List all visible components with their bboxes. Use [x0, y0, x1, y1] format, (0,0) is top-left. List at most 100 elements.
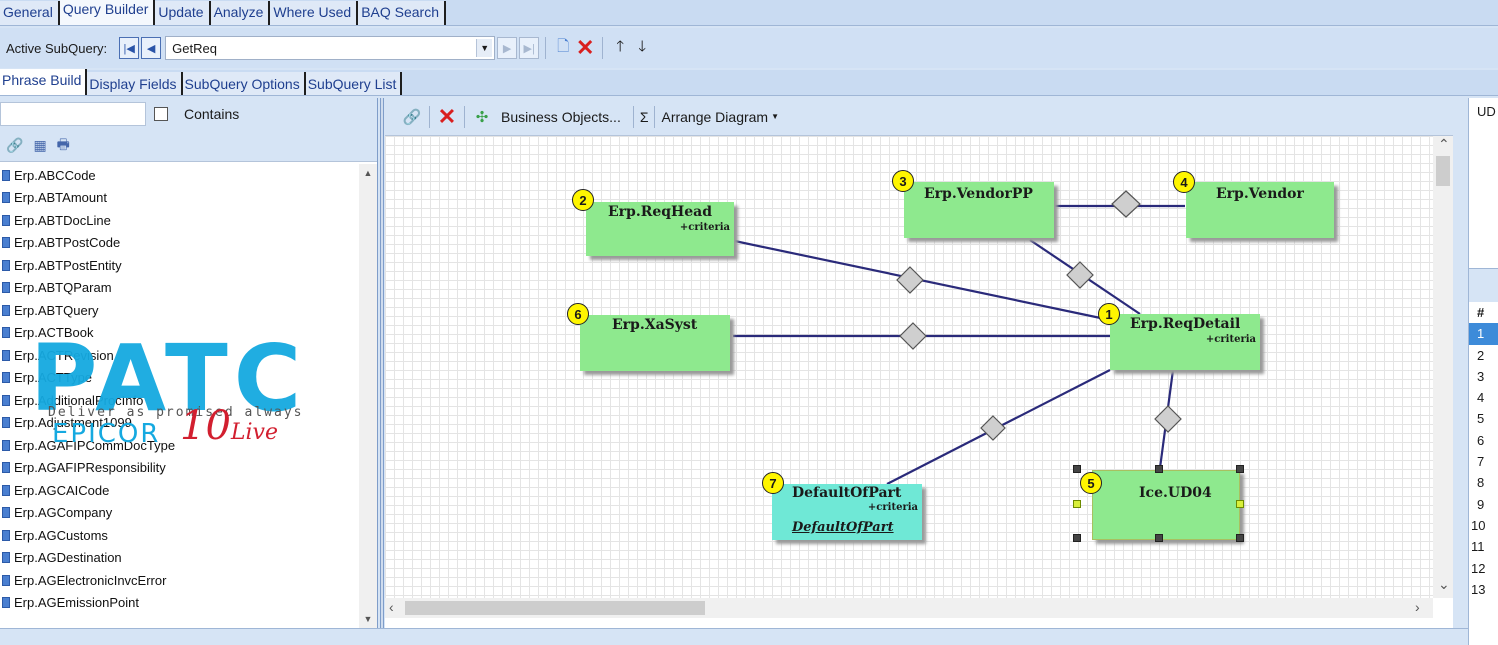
tab-phrase-build[interactable]: Phrase Build	[0, 69, 88, 95]
scroll-up-icon[interactable]: ⌃	[1438, 136, 1450, 152]
list-item[interactable]: Erp.AGAFIPCommDocType	[0, 434, 358, 457]
table-node-defaultofpart[interactable]: DefaultOfPart +criteria DefaultOfPart	[772, 484, 922, 540]
contains-label: Contains	[184, 106, 240, 122]
list-item[interactable]: Erp.Adjustment1099	[0, 412, 358, 435]
move-up-icon[interactable]: 🡑	[616, 37, 625, 55]
table-node-vendorpp[interactable]: Erp.VendorPP	[904, 182, 1054, 238]
first-subquery-button[interactable]: |◀	[119, 37, 140, 59]
diagram-horizontal-scrollbar[interactable]: ‹ ›	[385, 598, 1433, 618]
tab-update[interactable]: Update	[155, 1, 211, 25]
tab-display-fields[interactable]: Display Fields	[87, 72, 183, 95]
grid-row-number[interactable]: 2	[1477, 347, 1485, 363]
grid-row-number[interactable]: 10	[1471, 517, 1486, 533]
list-item[interactable]: Erp.ACTBook	[0, 322, 358, 345]
list-item[interactable]: Erp.AGDestination	[0, 547, 358, 570]
scrollbar-thumb[interactable]	[405, 601, 705, 615]
table-icon	[2, 552, 10, 564]
business-objects-button[interactable]: Business Objects...	[501, 108, 621, 125]
join-diamond-icon	[1154, 405, 1182, 433]
delete-icon[interactable]: ✕	[437, 103, 457, 129]
resize-handle[interactable]	[1155, 534, 1163, 542]
diagram-canvas[interactable]: Erp.ReqHead +criteria 2 Erp.VendorPP 3 E…	[385, 136, 1433, 598]
scroll-left-icon[interactable]: ‹	[389, 599, 394, 615]
tab-baq-search[interactable]: BAQ Search	[358, 1, 447, 25]
list-item[interactable]: Erp.AGCustoms	[0, 524, 358, 547]
list-item[interactable]: Erp.AGAFIPResponsibility	[0, 457, 358, 480]
chevron-down-icon[interactable]: ▼	[476, 39, 493, 57]
business-objects-icon[interactable]: ✣	[475, 108, 489, 126]
grid-icon[interactable]: ▦	[33, 137, 47, 153]
table-list-scrollbar[interactable]: ▲ ▼	[359, 164, 377, 628]
list-item[interactable]: Erp.AGCAICode	[0, 479, 358, 502]
resize-handle[interactable]	[1073, 500, 1081, 508]
resize-handle[interactable]	[1073, 534, 1081, 542]
scroll-right-icon[interactable]: ›	[1415, 599, 1420, 615]
grid-row-number[interactable]: 7	[1477, 454, 1485, 470]
grid-row-number[interactable]: 4	[1477, 390, 1485, 406]
grid-row-number[interactable]: 11	[1471, 539, 1485, 555]
list-item[interactable]: Erp.ABTPostCode	[0, 232, 358, 255]
table-list-toolbar: 🔗 ▦ 🖶	[0, 130, 377, 162]
list-item[interactable]: Erp.ABCCode	[0, 164, 358, 187]
diagram-vertical-scrollbar[interactable]: ⌃ ⌄	[1433, 136, 1453, 598]
grid-row-number[interactable]: 1	[1469, 323, 1498, 345]
list-item[interactable]: Erp.ABTPostEntity	[0, 254, 358, 277]
tab-where-used[interactable]: Where Used	[270, 1, 359, 25]
new-subquery-icon[interactable]: 🗋	[557, 37, 570, 55]
grid-row-number[interactable]: 8	[1477, 475, 1485, 491]
link-icon[interactable]: 🔗	[6, 137, 24, 153]
tab-analyze[interactable]: Analyze	[210, 1, 271, 25]
arrange-diagram-button[interactable]: Arrange Diagram	[661, 108, 769, 125]
list-item[interactable]: Erp.ABTQuery	[0, 299, 358, 322]
table-node-vendor[interactable]: Erp.Vendor	[1186, 182, 1334, 238]
move-down-icon[interactable]: 🡓	[638, 37, 647, 55]
scrollbar-thumb[interactable]	[1436, 156, 1450, 186]
tab-subquery-list[interactable]: SubQuery List	[305, 72, 403, 95]
table-filter-input[interactable]	[0, 102, 146, 126]
grid-row-number[interactable]: 3	[1477, 368, 1485, 384]
grid-column-header[interactable]: #	[1477, 305, 1485, 320]
scroll-down-icon[interactable]: ⌄	[1438, 576, 1450, 592]
resize-handle[interactable]	[1236, 465, 1244, 473]
grid-row-number[interactable]: 9	[1477, 496, 1485, 512]
delete-subquery-icon[interactable]: ✕	[575, 35, 595, 60]
print-icon[interactable]: 🖶	[56, 135, 70, 152]
next-subquery-button[interactable]: ▶	[497, 37, 518, 59]
resize-handle[interactable]	[1236, 500, 1244, 508]
list-item[interactable]: Erp.ACTRevision	[0, 344, 358, 367]
grid-row-number[interactable]: 5	[1477, 411, 1485, 427]
scroll-down-icon[interactable]: ▼	[363, 614, 373, 624]
list-item[interactable]: Erp.AGElectronicInvcError	[0, 569, 358, 592]
table-node-reqhead[interactable]: Erp.ReqHead +criteria	[586, 202, 734, 256]
table-node-ud04[interactable]: Ice.UD04	[1092, 470, 1240, 540]
last-subquery-button[interactable]: ▶|	[519, 37, 540, 59]
resize-handle[interactable]	[1236, 534, 1244, 542]
list-item[interactable]: Erp.ACTType	[0, 367, 358, 390]
subquery-select[interactable]: GetReq ▼	[165, 36, 496, 60]
chevron-down-icon[interactable]: ▼	[771, 112, 780, 121]
grid-row-number[interactable]: 12	[1471, 560, 1486, 576]
link-icon[interactable]: 🔗	[402, 108, 422, 126]
right-panel-header: UD	[1477, 104, 1496, 119]
resize-handle[interactable]	[1155, 465, 1163, 473]
list-item[interactable]: Erp.ABTAmount	[0, 187, 358, 210]
tab-query-builder[interactable]: Query Builder	[59, 0, 156, 25]
sigma-button[interactable]: Σ	[639, 108, 649, 125]
list-item[interactable]: Erp.ABTDocLine	[0, 209, 358, 232]
table-icon	[2, 394, 10, 406]
table-node-reqdetail[interactable]: Erp.ReqDetail +criteria	[1110, 314, 1260, 370]
list-item[interactable]: Erp.AGEmissionPoint	[0, 592, 358, 615]
contains-checkbox[interactable]	[154, 107, 168, 121]
grid-row-number[interactable]: 13	[1471, 581, 1486, 597]
list-item[interactable]: Erp.AdditionalProcInfo	[0, 389, 358, 412]
grid-row-number[interactable]: 6	[1477, 432, 1485, 448]
list-item[interactable]: Erp.ABTQParam	[0, 277, 358, 300]
prev-subquery-button[interactable]: ◀	[141, 37, 162, 59]
scroll-up-icon[interactable]: ▲	[363, 168, 373, 178]
list-item[interactable]: Erp.AGCompany	[0, 502, 358, 525]
tab-general[interactable]: General	[0, 1, 60, 25]
tab-subquery-options[interactable]: SubQuery Options	[182, 72, 306, 95]
resize-handle[interactable]	[1073, 465, 1081, 473]
table-node-xasyst[interactable]: Erp.XaSyst	[580, 315, 730, 371]
panel-splitter[interactable]	[380, 98, 384, 628]
